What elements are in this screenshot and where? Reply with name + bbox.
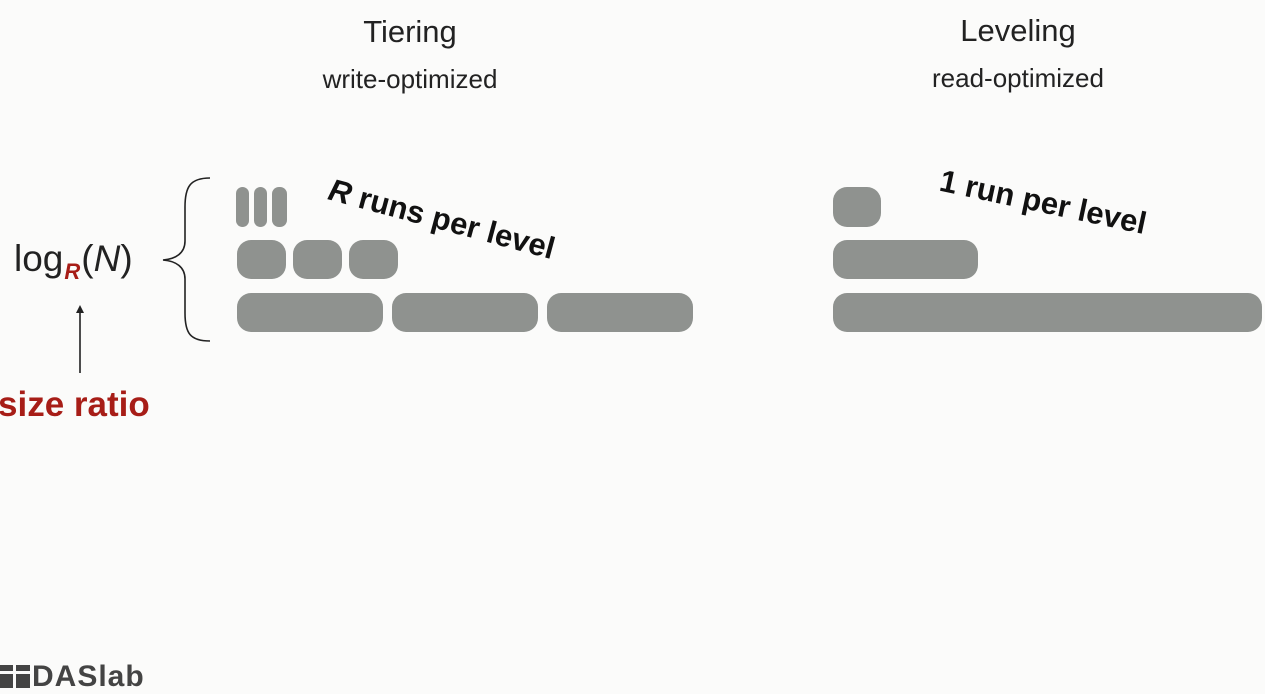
leveling-run-l1 (833, 187, 881, 227)
tiering-title: Tiering (363, 14, 457, 49)
tiering-run-l1-1 (236, 187, 249, 227)
leveling-runs-label: 1 run per level (936, 163, 1150, 241)
tiering-run-l1-2 (254, 187, 267, 227)
leveling-subtitle: read-optimized (932, 63, 1104, 93)
daslab-logo-icon (0, 665, 30, 688)
tiering-run-l3-3 (547, 293, 693, 332)
up-arrow (76, 305, 84, 373)
daslab-logo-text: DASlab (32, 660, 145, 693)
tiering-run-l1-3 (272, 187, 287, 227)
size-ratio-label: size ratio (0, 385, 150, 424)
tiering-subtitle: write-optimized (322, 64, 498, 94)
formula-log: log (14, 238, 64, 279)
daslab-logo: DASlab (0, 660, 145, 694)
tiering-run-l3-1 (237, 293, 383, 332)
tiering-run-l3-2 (392, 293, 538, 332)
leveling-title: Leveling (960, 13, 1076, 48)
leveling-run-l3 (833, 293, 1262, 332)
formula-subscript: R (64, 259, 81, 284)
levels-formula: logR(N) (14, 238, 133, 284)
formula-close: ) (120, 238, 133, 279)
formula-arg: N (93, 238, 121, 279)
tiering-run-l2-1 (237, 240, 286, 279)
levels-brace (162, 177, 211, 342)
formula-open: ( (81, 238, 94, 279)
leveling-run-l2 (833, 240, 978, 279)
tiering-run-l2-3 (349, 240, 398, 279)
tiering-run-l2-2 (293, 240, 342, 279)
